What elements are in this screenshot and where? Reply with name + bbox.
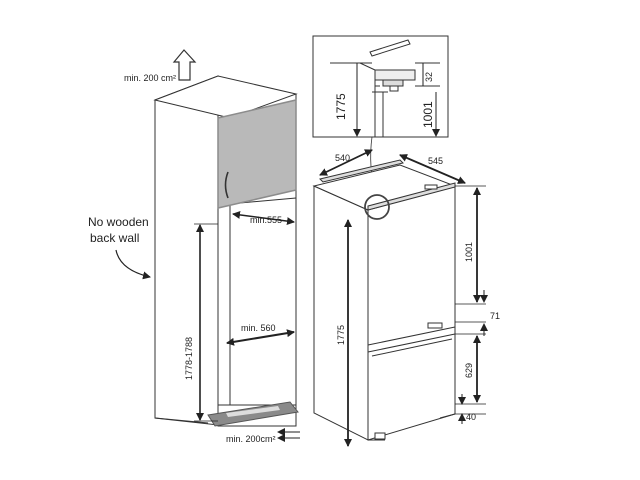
inset-1775-label: 1775 — [334, 93, 348, 120]
vent-bottom-label: min. 200cm² — [226, 434, 276, 444]
gap-71-label: 71 — [490, 311, 500, 321]
fridge-side — [313, 185, 369, 441]
no-wooden-line1: No wooden — [88, 215, 149, 229]
door-handle — [224, 171, 229, 199]
height-629-label: 629 — [464, 363, 474, 378]
curved-arrow-icon — [115, 249, 151, 280]
fridge-front — [367, 185, 456, 441]
width-540-label: 540 — [335, 153, 350, 163]
inset-32-label: 32 — [424, 72, 434, 82]
depth-545-label: 545 — [428, 156, 443, 166]
up-arrow-icon — [172, 49, 197, 81]
min-555-dimension — [232, 210, 295, 226]
detail-inset: 1775 1001 32 — [312, 35, 449, 138]
height-1775-label: 1775 — [336, 325, 346, 345]
inset-1001-label: 1001 — [421, 101, 435, 128]
no-wooden-line2: back wall — [90, 231, 139, 245]
height-40-label: 40 — [466, 412, 476, 422]
fridge — [312, 159, 457, 441]
height-range-label: 1778-1788 — [184, 337, 194, 380]
width-540-dimension — [319, 149, 373, 176]
min-555-label: min.555 — [250, 215, 282, 225]
upper-cabinet-door — [217, 99, 297, 209]
vent-top-label: min. 200 cm² — [124, 73, 176, 83]
min-560-label: min. 560 — [241, 323, 276, 333]
cabinet — [153, 75, 299, 427]
airflow-arrows-icon — [277, 428, 300, 442]
min-560-dimension — [226, 329, 295, 346]
detail-circle — [364, 194, 390, 220]
height-1001-label: 1001 — [464, 242, 474, 262]
depth-545-dimension — [399, 154, 466, 184]
